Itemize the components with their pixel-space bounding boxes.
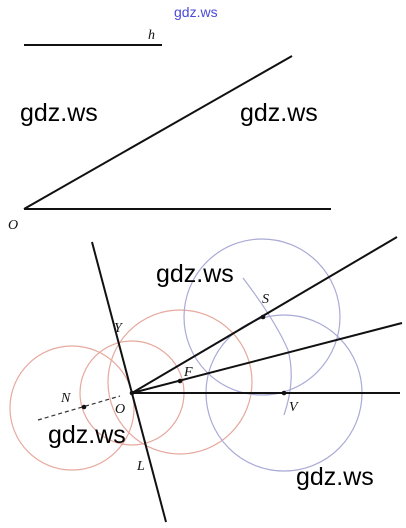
watermark-5: gdz.ws xyxy=(296,463,374,491)
label-o-top: O xyxy=(8,218,18,233)
blue-circle-s xyxy=(183,238,341,396)
watermark-1: gdz.ws xyxy=(20,99,98,127)
label-o: O xyxy=(115,402,125,417)
point-v xyxy=(281,390,287,396)
red-circle-n xyxy=(9,345,135,471)
ray-os xyxy=(131,236,398,394)
label-n: N xyxy=(60,391,71,406)
label-h: h xyxy=(148,28,155,43)
label-s: S xyxy=(262,292,269,307)
point-s xyxy=(260,314,266,320)
point-o xyxy=(129,390,135,396)
ray-of xyxy=(131,322,403,394)
label-f: F xyxy=(183,365,193,380)
watermark-4: gdz.ws xyxy=(48,421,126,449)
watermark-3: gdz.ws xyxy=(156,260,234,288)
label-v: V xyxy=(289,400,299,415)
angle-side-slanted xyxy=(23,55,293,210)
watermark-2: gdz.ws xyxy=(240,99,318,127)
watermark-top: gdz.ws xyxy=(174,4,218,20)
dashed-n-o xyxy=(37,395,121,421)
label-l: L xyxy=(136,459,145,474)
label-y: Y xyxy=(114,321,124,336)
point-f xyxy=(177,378,183,384)
point-n xyxy=(81,404,87,410)
red-circle-f xyxy=(107,309,253,455)
line-yl xyxy=(91,241,167,523)
